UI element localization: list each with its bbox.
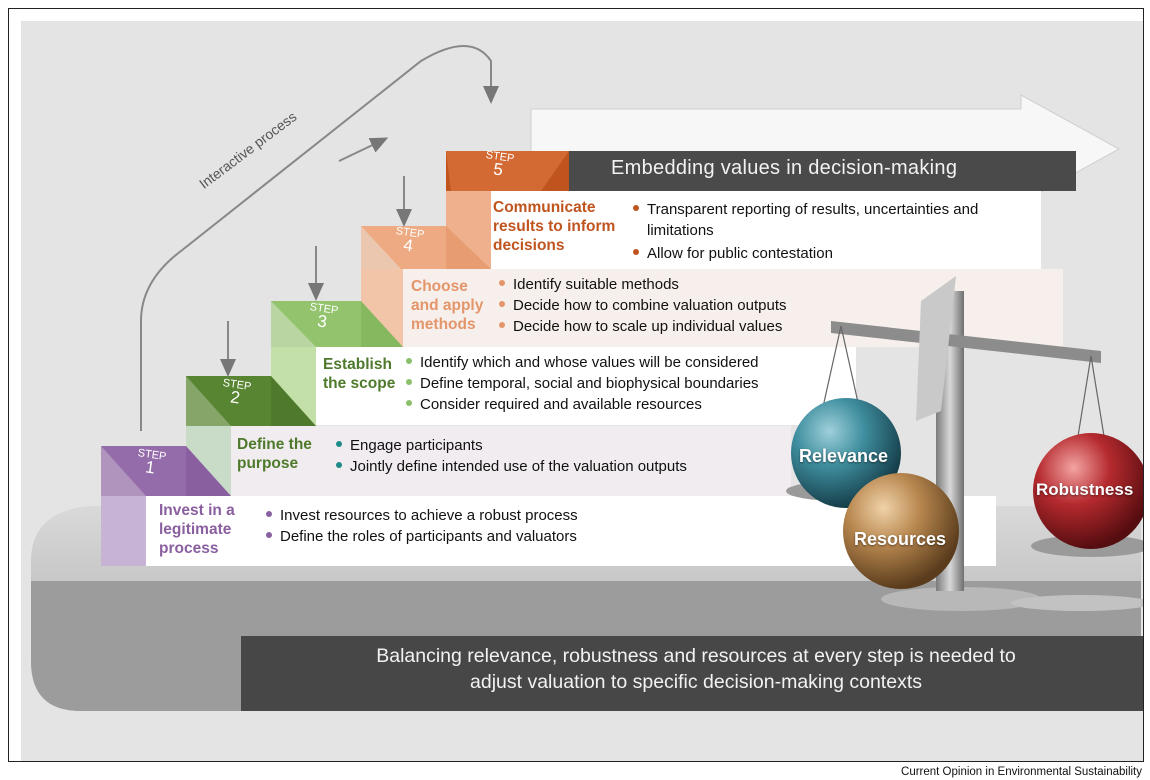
step-5-bullet: Allow for public contestation [633, 243, 1037, 264]
step-1-bullets: Invest resources to achieve a robust pro… [266, 505, 578, 547]
step-3-bullet: Define temporal, social and biophysical … [406, 373, 759, 394]
resources-label: Resources [854, 529, 947, 549]
step-3-bullets: Identify which and whose values will be … [406, 352, 759, 415]
step-4-bullet: Decide how to scale up individual values [499, 316, 787, 337]
step-5-bullets: Transparent reporting of results, uncert… [633, 199, 1037, 264]
figure-credit: Current Opinion in Environmental Sustain… [901, 766, 1142, 778]
step-1-bullet: Define the roles of participants and val… [266, 526, 578, 547]
resources-sphere [843, 473, 959, 589]
diagram-panel: Interactive process Embedding values in … [21, 21, 1143, 761]
step-4-label: Choose and apply methods [411, 278, 484, 333]
step-5-bullet: Transparent reporting of results, uncert… [633, 199, 1037, 241]
goal-banner-text: Embedding values in decision-making [611, 157, 958, 179]
step-2-bullet: Jointly define intended use of the valua… [336, 456, 687, 477]
bottom-banner-line-2: adjust valuation to specific decision-ma… [470, 671, 922, 693]
robustness-label: Robustness [1036, 480, 1134, 499]
step-4-bullet: Decide how to combine valuation outputs [499, 295, 787, 316]
bottom-banner-text: Balancing relevance, robustness and reso… [246, 643, 1143, 695]
step-3-label: Establish the scope [323, 356, 396, 392]
step-2-bullets: Engage participants Jointly define inten… [336, 435, 687, 477]
step-2-label: Define the purpose [237, 436, 312, 472]
step-1-bullet: Invest resources to achieve a robust pro… [266, 505, 578, 526]
bottom-banner-line-1: Balancing relevance, robustness and reso… [376, 645, 1016, 667]
figure-frame: Interactive process Embedding values in … [8, 8, 1144, 762]
step-4-bullets: Identify suitable methods Decide how to … [499, 274, 787, 337]
step-5-label: Communicate results to inform decisions [493, 199, 616, 254]
step-4-bullet: Identify suitable methods [499, 274, 787, 295]
step-2-bullet: Engage participants [336, 435, 687, 456]
step-1-label: Invest in a legitimate process [159, 502, 235, 557]
diagram-graphics [21, 21, 1143, 761]
relevance-label: Relevance [799, 446, 889, 466]
step-3-bullet: Identify which and whose values will be … [406, 352, 759, 373]
step-3-bullet: Consider required and available resource… [406, 394, 759, 415]
robustness-sphere [1033, 433, 1143, 549]
